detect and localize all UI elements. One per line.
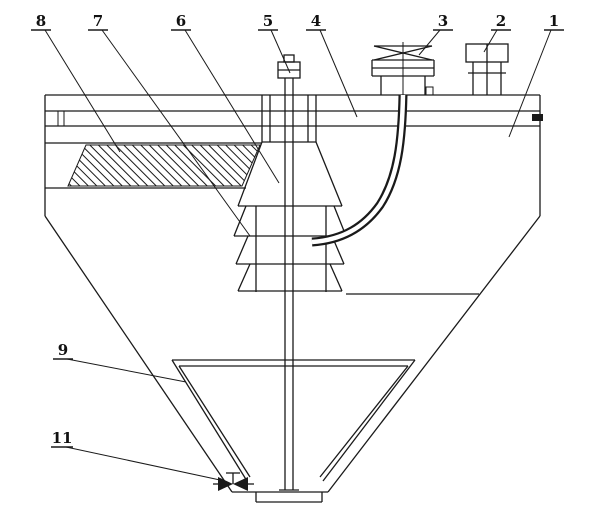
callout-2: 2 <box>483 12 511 53</box>
deck-details <box>57 86 543 126</box>
callout-label-3: 3 <box>438 12 448 30</box>
callout-label-2: 2 <box>496 12 506 30</box>
callout-9: 9 <box>53 341 187 383</box>
callout-11: 11 <box>51 429 221 481</box>
feedwell <box>237 95 343 207</box>
callout-label-11: 11 <box>52 429 73 447</box>
drain-valve <box>213 472 254 491</box>
callout-label-9: 9 <box>58 341 68 359</box>
callout-label-7: 7 <box>93 12 103 30</box>
callout-1: 1 <box>508 12 564 138</box>
center-shaft <box>277 54 301 491</box>
callout-7: 7 <box>88 12 251 237</box>
callout-label-1: 1 <box>549 12 559 30</box>
callout-label-5: 5 <box>263 12 273 30</box>
callout-5: 5 <box>258 12 291 74</box>
wall-fitting-mark <box>532 114 543 121</box>
callout-8: 8 <box>31 12 121 153</box>
callout-label-6: 6 <box>176 12 186 30</box>
hatch-region <box>67 144 261 187</box>
callout-3: 3 <box>418 12 453 56</box>
filter-layer <box>45 142 262 189</box>
deflector-cones <box>233 205 479 295</box>
feed-pipe <box>311 94 408 247</box>
motor-assembly <box>371 42 435 95</box>
bottom-outlet <box>255 492 323 503</box>
aux-assembly <box>465 43 509 95</box>
callout-label-4: 4 <box>311 12 321 30</box>
callouts: 8 7 6 5 4 3 2 <box>31 12 564 481</box>
callout-4: 4 <box>306 12 358 118</box>
callout-label-8: 8 <box>36 12 46 30</box>
callout-6: 6 <box>171 12 280 184</box>
